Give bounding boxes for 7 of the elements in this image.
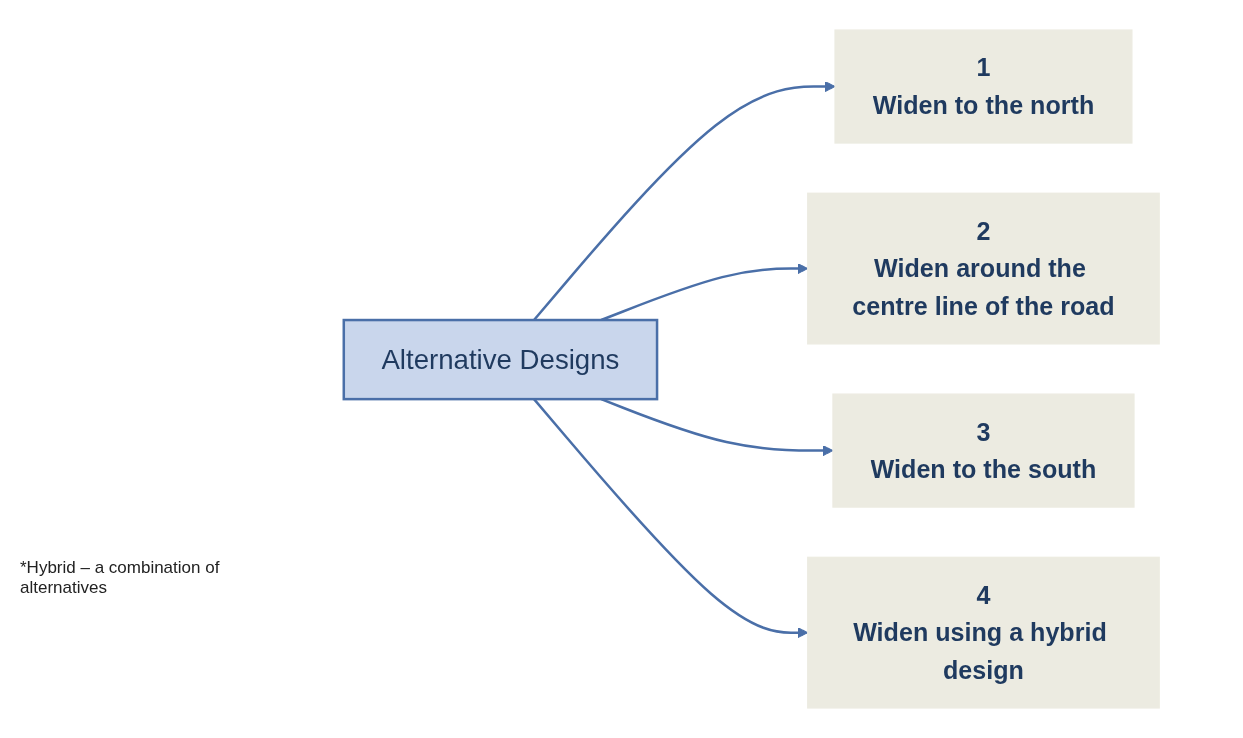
node-box: Alternative Designs — [342, 318, 659, 401]
node-box: 3 Widen to the south — [832, 393, 1135, 508]
footnote-text: *Hybrid – a combination of alternatives — [20, 558, 221, 598]
arrow — [533, 81, 836, 321]
node-box: 4 Widen using a hybrid design — [807, 556, 1160, 709]
node-box: 2 Widen around the centre line of the road — [807, 192, 1160, 345]
node-box: 1 Widen to the north — [834, 29, 1133, 144]
